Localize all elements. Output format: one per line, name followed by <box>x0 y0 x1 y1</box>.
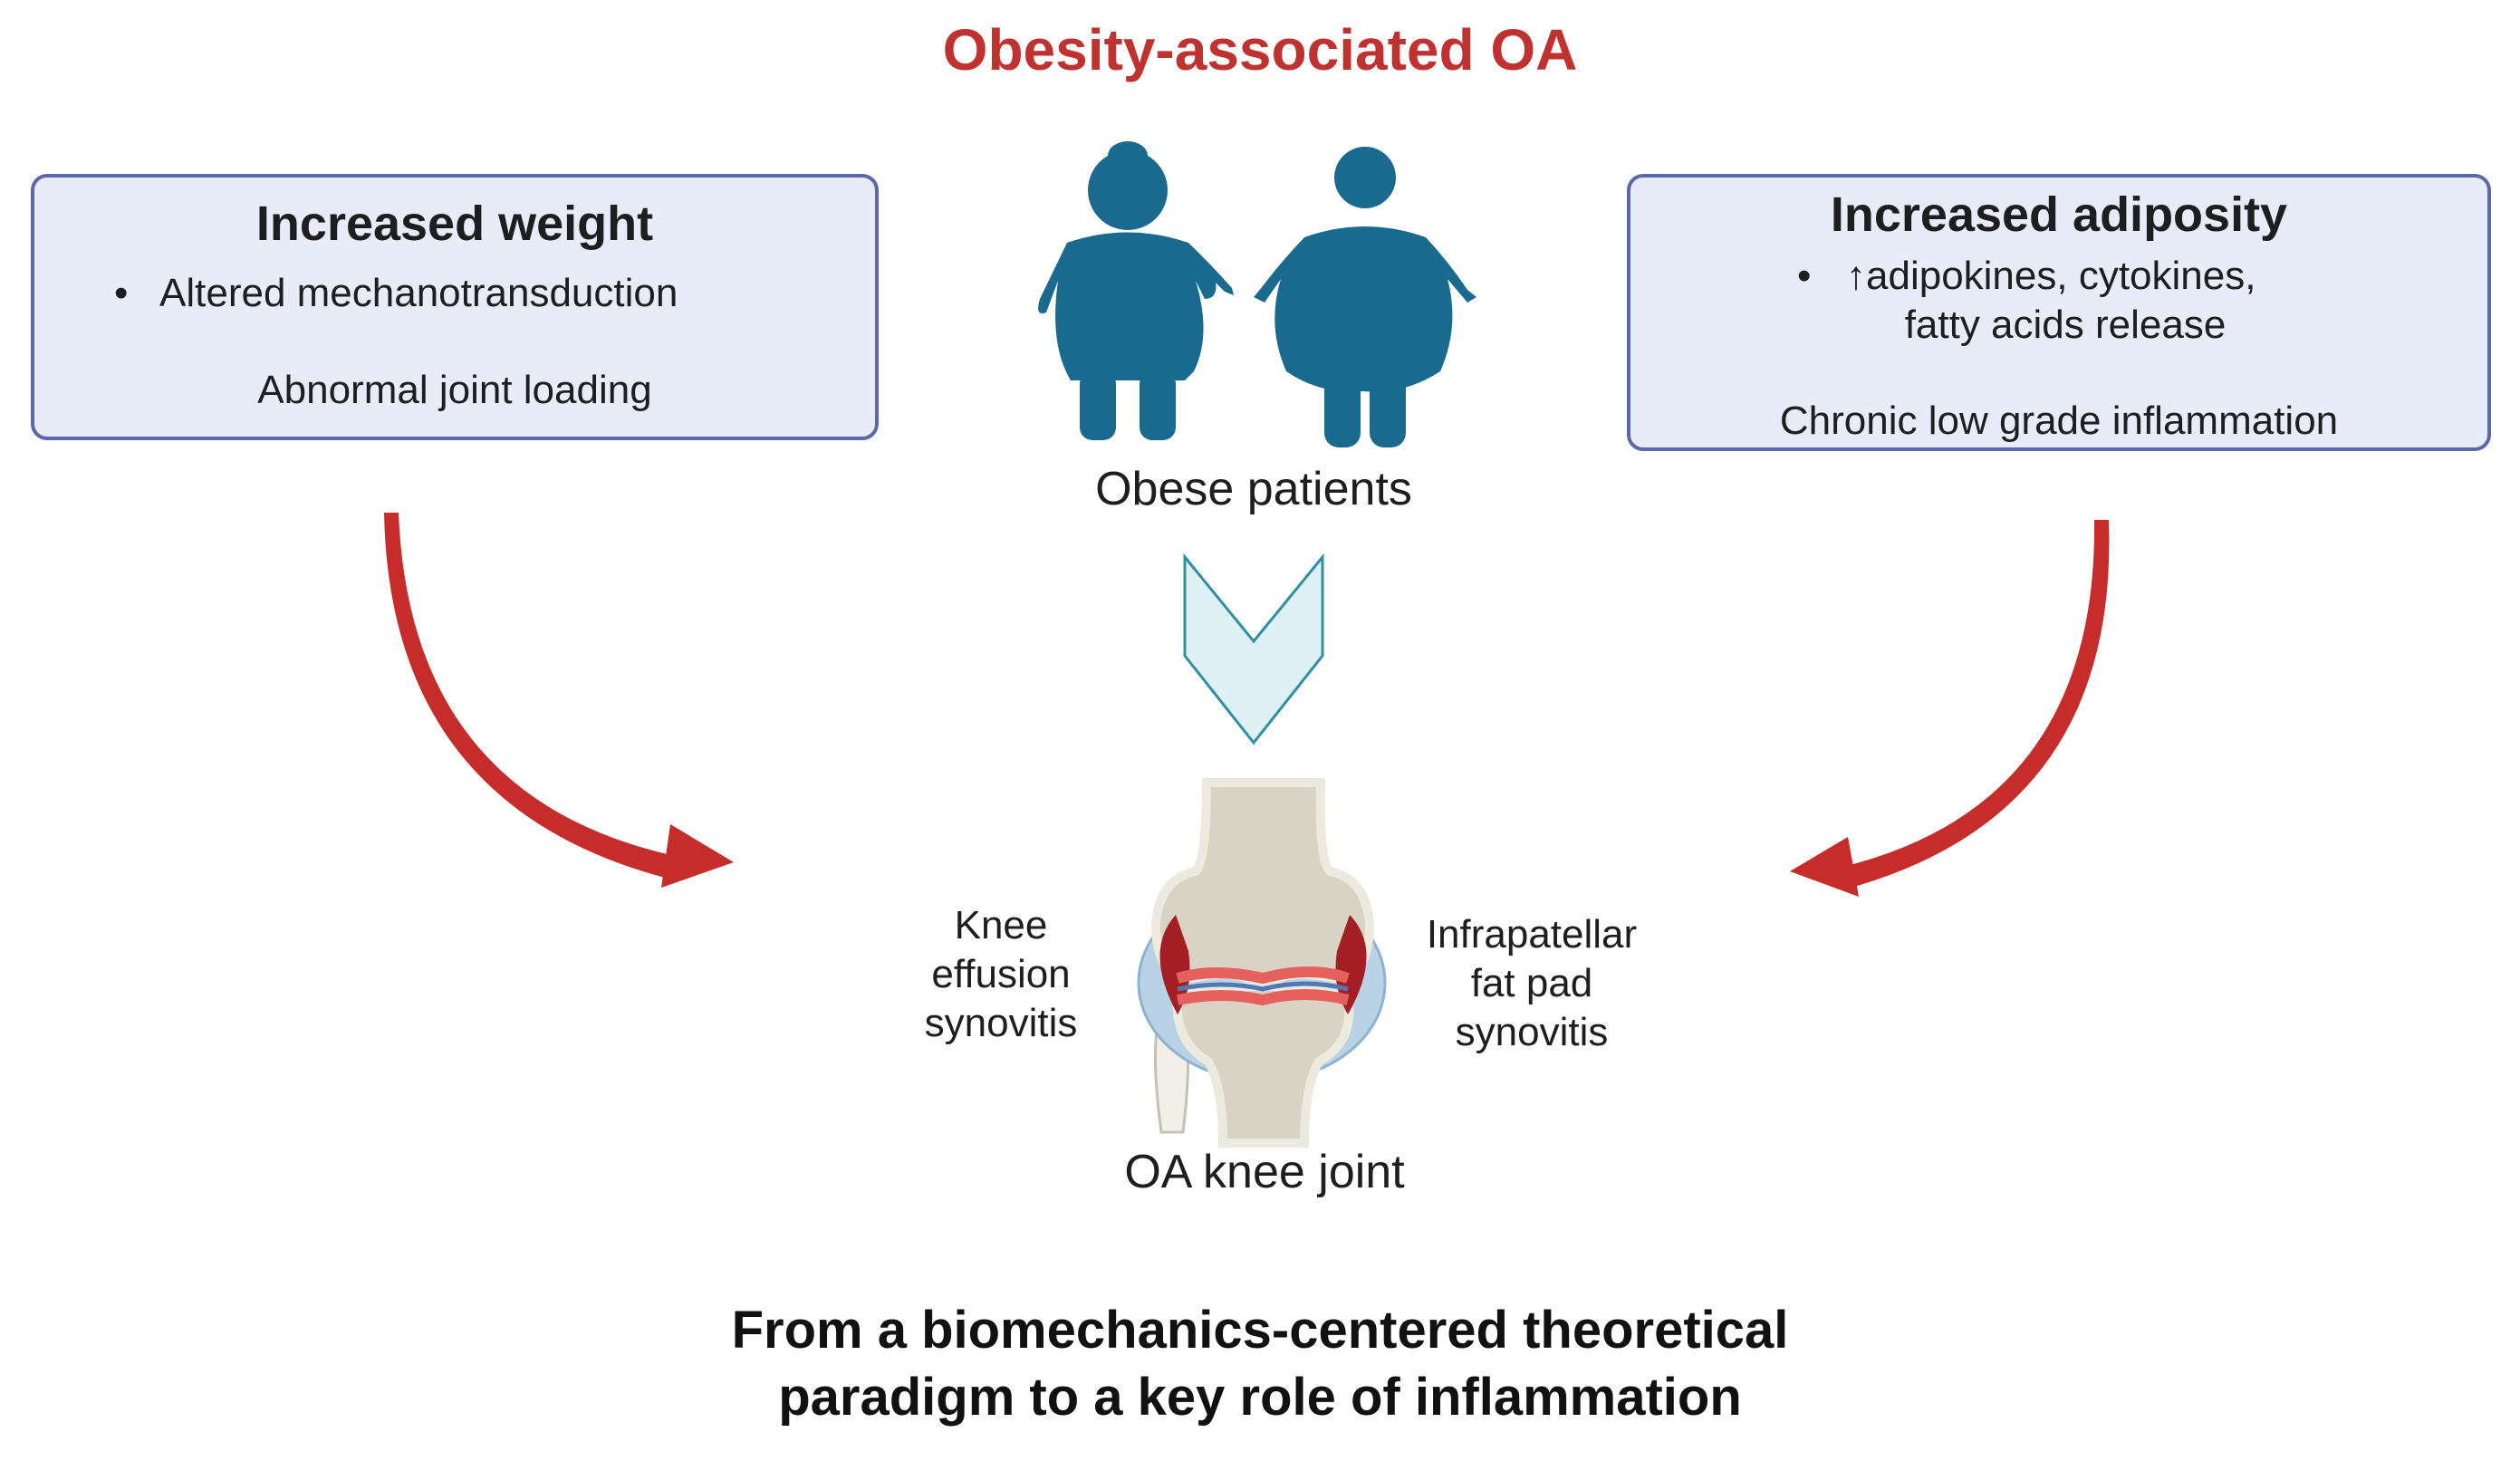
conclusion-line-2: paradigm to a key role of inflammation <box>778 1368 1742 1427</box>
infrapatellar-line-1: Infrapatellar <box>1426 912 1638 956</box>
infrapatellar-fat-pad-label: Infrapatellar fat pad synovitis <box>1400 910 1663 1057</box>
page-title: Obesity-associated OA <box>942 17 1578 82</box>
bullet-dot: • <box>1797 254 1812 298</box>
knee-effusion-label: Knee effusion synovitis <box>897 901 1105 1048</box>
altered-mechanotransduction-text: Altered mechanotransduction <box>159 271 678 315</box>
infrapatellar-line-2: fat pad <box>1470 961 1593 1005</box>
obese-man-icon <box>1254 147 1476 447</box>
down-chevron-arrow <box>1183 553 1324 745</box>
fatty-acids-text: fatty acids release <box>1904 303 2227 347</box>
chronic-inflammation-text: Chronic low grade inflammation <box>1779 399 2339 443</box>
increased-adiposity-title: Increased adiposity <box>1830 187 2288 242</box>
oa-knee-joint-label: OA knee joint <box>1124 1146 1405 1198</box>
knee-effusion-line-1: Knee <box>954 903 1048 947</box>
increased-weight-title: Increased weight <box>255 197 654 251</box>
cartilage-top <box>1176 966 1350 985</box>
knee-effusion-line-2: effusion <box>931 952 1071 996</box>
conclusion-line-1: From a biomechanics-centered theoretical <box>731 1301 1789 1360</box>
increased-adiposity-box: Increased adiposity • ↑adipokines, cytok… <box>1627 174 2491 451</box>
obese-woman-icon <box>1038 141 1234 440</box>
knee-joint-icon <box>1137 778 1387 1148</box>
obese-patients-label: Obese patients <box>1095 463 1412 515</box>
knee-effusion-line-3: synovitis <box>924 1001 1078 1045</box>
abnormal-joint-loading-text: Abnormal joint loading <box>257 368 652 412</box>
right-curved-arrow <box>1790 520 2110 897</box>
meniscus-line <box>1177 981 1349 992</box>
cartilage-bottom <box>1176 989 1350 1006</box>
adipokines-text: ↑adipokines, cytokines, <box>1846 254 2256 298</box>
increased-weight-box: Increased weight • Altered mechanotransd… <box>31 174 879 440</box>
bullet-dot: • <box>114 271 129 315</box>
infrapatellar-line-3: synovitis <box>1455 1010 1609 1054</box>
conclusion-text: From a biomechanics-centered theoretical… <box>0 1297 2520 1431</box>
left-curved-arrow <box>384 513 734 888</box>
tibia-bone <box>1172 982 1354 1148</box>
